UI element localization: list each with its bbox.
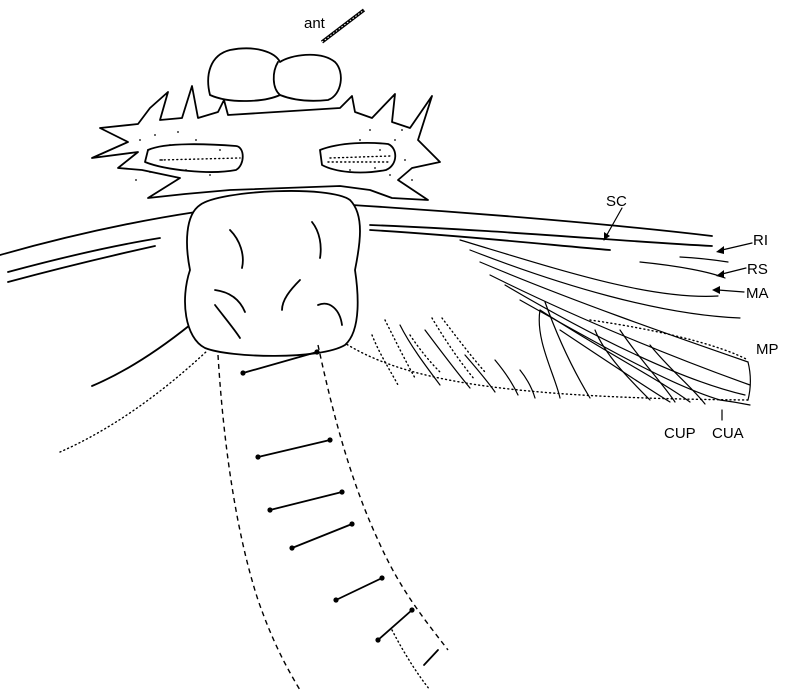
label-ri: RI xyxy=(753,232,768,249)
left-wing xyxy=(0,212,208,452)
label-sc: SC xyxy=(606,193,627,210)
label-rs: RS xyxy=(747,261,768,278)
label-cup: CUP xyxy=(664,425,696,442)
right-wing xyxy=(340,205,750,405)
head xyxy=(208,48,341,101)
labels: ant SC RI RS MA MP CUP CUA xyxy=(304,15,779,442)
abdominal-segments xyxy=(240,349,438,665)
antenna xyxy=(322,10,364,42)
abdomen xyxy=(218,345,448,690)
label-cua: CUA xyxy=(712,425,744,442)
label-mp: MP xyxy=(756,341,779,358)
label-ant: ant xyxy=(304,15,326,32)
pronotum xyxy=(92,86,440,200)
thorax xyxy=(185,191,360,356)
label-ma: MA xyxy=(746,285,769,302)
